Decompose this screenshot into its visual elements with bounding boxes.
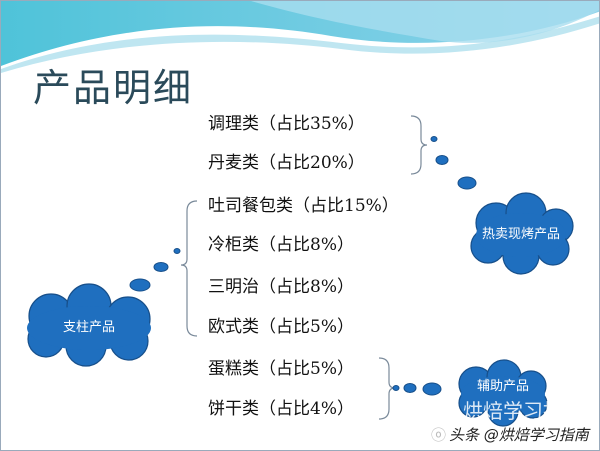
header-wave — [1, 1, 599, 73]
cloud-auxiliary-label: 辅助产品 — [476, 379, 529, 394]
bubble — [173, 248, 181, 254]
list-item: 欧式类（占比5%） — [208, 317, 354, 337]
cloud-pillar-label: 支柱产品 — [62, 320, 115, 335]
watermark-source: 头条 @烘焙学习指南 — [449, 426, 589, 444]
bubble — [457, 176, 477, 190]
bubble — [430, 136, 438, 142]
cloud-pillar — [27, 283, 151, 367]
cloud-auxiliary — [458, 359, 548, 427]
list-item: 丹麦类（占比20%） — [208, 153, 365, 173]
bubble — [392, 385, 400, 391]
wechat-icon: ⓞ — [431, 426, 447, 444]
cloud-hot — [470, 192, 574, 275]
bubble — [422, 382, 442, 396]
bubble — [435, 155, 449, 165]
brace-pillar — [180, 200, 198, 337]
page-title: 产品明细 — [33, 66, 194, 110]
list-item: 吐司餐包类（占比15%） — [208, 196, 399, 216]
list-item: 冷柜类（占比8%） — [208, 235, 354, 255]
watermark-faint: 烘焙学习指南 — [463, 399, 583, 423]
cloud-hot-label: 热卖现烤产品 — [481, 227, 560, 242]
bubble — [153, 262, 169, 272]
list-item: 调理类（占比35%） — [208, 114, 365, 134]
list-item: 蛋糕类（占比5%） — [208, 359, 354, 379]
list-item: 饼干类（占比4%） — [208, 399, 354, 419]
brace-hot — [410, 115, 428, 175]
bubble — [403, 383, 417, 393]
bubble — [129, 278, 151, 292]
list-item: 三明治（占比8%） — [208, 277, 354, 297]
